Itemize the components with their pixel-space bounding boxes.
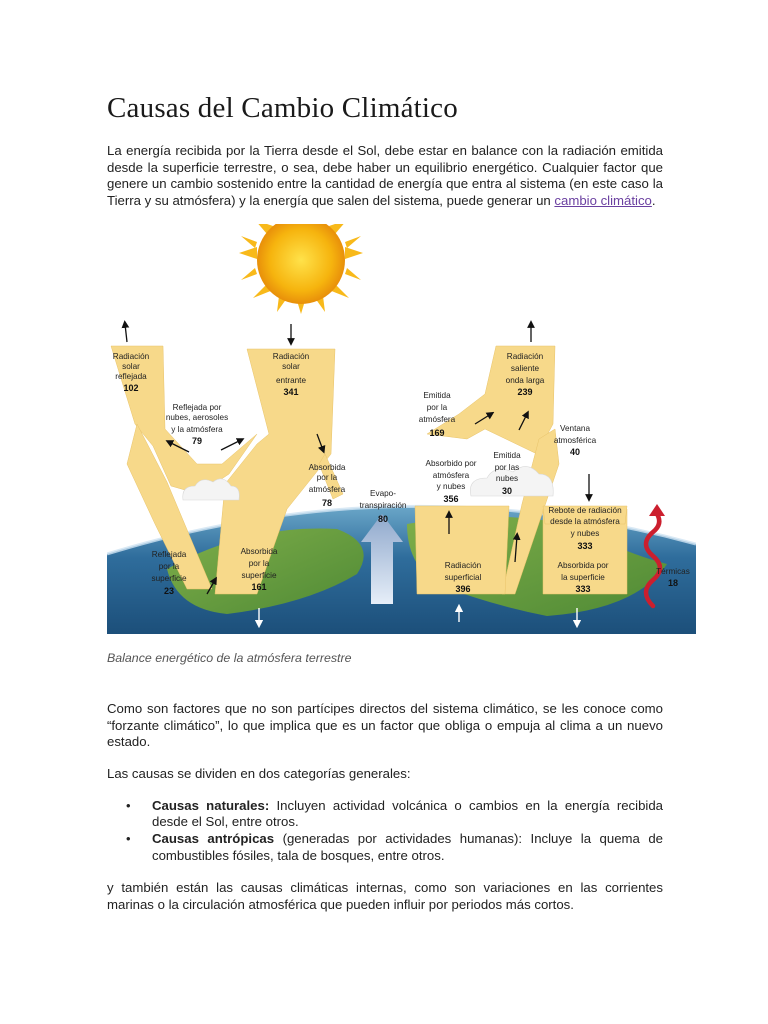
- label-text: Radiación: [445, 561, 482, 570]
- label-text: Emitida: [493, 451, 521, 460]
- label-text: por la: [427, 403, 448, 412]
- label-text: Ventana: [560, 424, 590, 433]
- internal-causes-paragraph: y también están las causas climáticas in…: [107, 880, 663, 913]
- label-text: superficie: [241, 571, 276, 580]
- label-abs-atm-nubes: Absorbido por atmósfera y nubes 356: [426, 459, 477, 504]
- label-text: Térmicas: [656, 567, 690, 576]
- figure-caption: Balance energético de la atmósfera terre…: [107, 651, 352, 665]
- climate-change-link[interactable]: cambio climático: [554, 193, 651, 208]
- label-text: saliente: [511, 364, 540, 373]
- label-text: desde la atmósfera: [550, 517, 620, 526]
- label-value: 30: [502, 486, 512, 496]
- label-text: superficial: [445, 573, 482, 582]
- page-title: Causas del Cambio Climático: [107, 92, 458, 125]
- label-text: por la: [317, 473, 338, 482]
- label-value: 356: [443, 494, 458, 504]
- intro-text-end: .: [652, 193, 656, 208]
- label-text: Emitida: [423, 391, 451, 400]
- intro-paragraph: La energía recibida por la Tierra desde …: [107, 143, 663, 209]
- label-text: Absorbida: [241, 547, 278, 556]
- label-value: 18: [668, 578, 678, 588]
- label-text: la superficie: [561, 573, 605, 582]
- causes-list: •Causas naturales: Incluyen actividad vo…: [107, 798, 663, 865]
- label-value: 78: [322, 498, 332, 508]
- label-text: Evapo-: [370, 489, 396, 498]
- label-ventana: Ventana atmosférica 40: [554, 424, 597, 457]
- label-text: Radiación: [507, 352, 544, 361]
- label-text: Absorbida: [309, 463, 346, 472]
- list-item: •Causas naturales: Incluyen actividad vo…: [107, 798, 663, 830]
- label-value: 333: [577, 541, 592, 551]
- label-text: transpiración: [360, 501, 407, 510]
- label-text: por la: [159, 562, 180, 571]
- label-value: 341: [283, 387, 298, 397]
- label-text: solar: [282, 362, 300, 371]
- label-text: onda larga: [506, 376, 545, 385]
- bullet-icon: •: [126, 831, 131, 847]
- label-text: Absorbido por: [426, 459, 477, 468]
- label-value: 333: [575, 584, 590, 594]
- label-text: atmósfera: [309, 485, 346, 494]
- label-value: 169: [429, 428, 444, 438]
- label-text: y la atmósfera: [171, 425, 223, 434]
- label-text: por la: [249, 559, 270, 568]
- label-text: nubes: [496, 474, 518, 483]
- label-text: atmósfera: [419, 415, 456, 424]
- label-absorbida-atm: Absorbida por la atmósfera 78: [309, 463, 346, 508]
- label-value: 161: [251, 582, 266, 592]
- label-text: Radiación: [113, 352, 150, 361]
- categories-paragraph: Las causas se dividen en dos categorías …: [107, 766, 663, 783]
- label-text: atmósfera: [433, 471, 470, 480]
- label-text: Radiación: [273, 352, 310, 361]
- bullet-icon: •: [126, 798, 131, 814]
- forzante-paragraph: Como son factores que no son partícipes …: [107, 701, 663, 751]
- label-text: nubes, aerosoles: [166, 413, 228, 422]
- label-text: Reflejada: [152, 550, 187, 559]
- label-text: solar: [122, 362, 140, 371]
- label-text: y nubes: [571, 529, 600, 538]
- label-text: y nubes: [437, 482, 466, 491]
- energy-balance-diagram: Radiación solar reflejada 102 Radiación …: [107, 224, 696, 634]
- label-text: por las: [495, 463, 520, 472]
- label-value: 396: [455, 584, 470, 594]
- label-text: Reflejada por: [173, 403, 222, 412]
- list-item-title: Causas antrópicas: [152, 831, 274, 846]
- label-text: Rebote de radiación: [548, 506, 622, 515]
- list-item: •Causas antrópicas (generadas por activi…: [107, 831, 663, 863]
- label-value: 239: [517, 387, 532, 397]
- label-value: 102: [123, 383, 138, 393]
- label-value: 80: [378, 514, 388, 524]
- label-nubes: Reflejada por nubes, aerosoles y la atmó…: [166, 403, 228, 446]
- list-item-title: Causas naturales:: [152, 798, 269, 813]
- label-value: 23: [164, 586, 174, 596]
- sun-icon: [239, 224, 363, 314]
- label-text: reflejada: [115, 372, 147, 381]
- label-text: entrante: [276, 376, 306, 385]
- label-value: 40: [570, 447, 580, 457]
- label-value: 79: [192, 436, 202, 446]
- label-text: superficie: [151, 574, 186, 583]
- label-text: Absorbida por: [558, 561, 609, 570]
- label-text: atmosférica: [554, 436, 597, 445]
